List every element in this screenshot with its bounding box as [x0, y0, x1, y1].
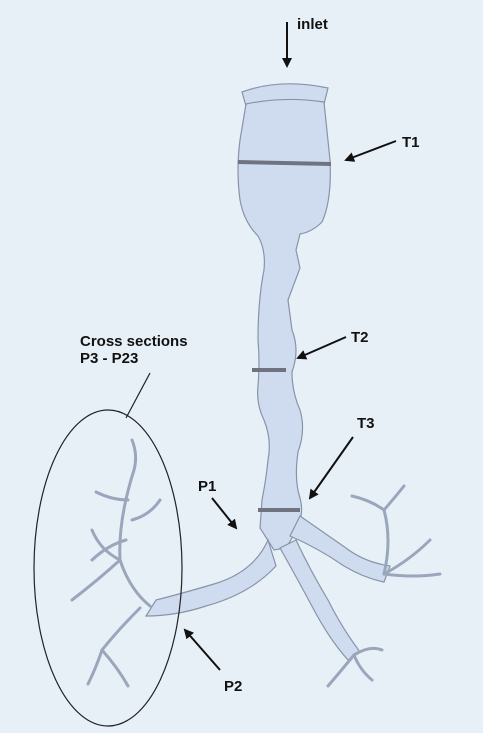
larynx [238, 99, 330, 550]
arrow-t1 [346, 141, 396, 160]
label-t2: T2 [351, 329, 369, 346]
arrow-p2 [185, 630, 220, 670]
left-bronchus [146, 540, 276, 616]
label-cross-sections: Cross sections P3 - P23 [80, 333, 188, 368]
label-p2: P2 [224, 678, 242, 695]
arrow-t3 [310, 437, 353, 498]
label-inlet: inlet [297, 16, 328, 33]
label-cross-sections-line1: Cross sections [80, 333, 188, 350]
left-lobe-branches [72, 440, 160, 686]
cross-section-ellipse [34, 410, 182, 726]
label-t3: T3 [357, 415, 375, 432]
label-cross-sections-line2: P3 - P23 [80, 350, 188, 367]
arrow-p1 [212, 498, 236, 528]
label-t1: T1 [402, 134, 420, 151]
cross-section-leader [126, 373, 150, 418]
label-p1: P1 [198, 478, 216, 495]
arrow-t2 [298, 337, 346, 358]
section-band-t1 [238, 162, 331, 164]
